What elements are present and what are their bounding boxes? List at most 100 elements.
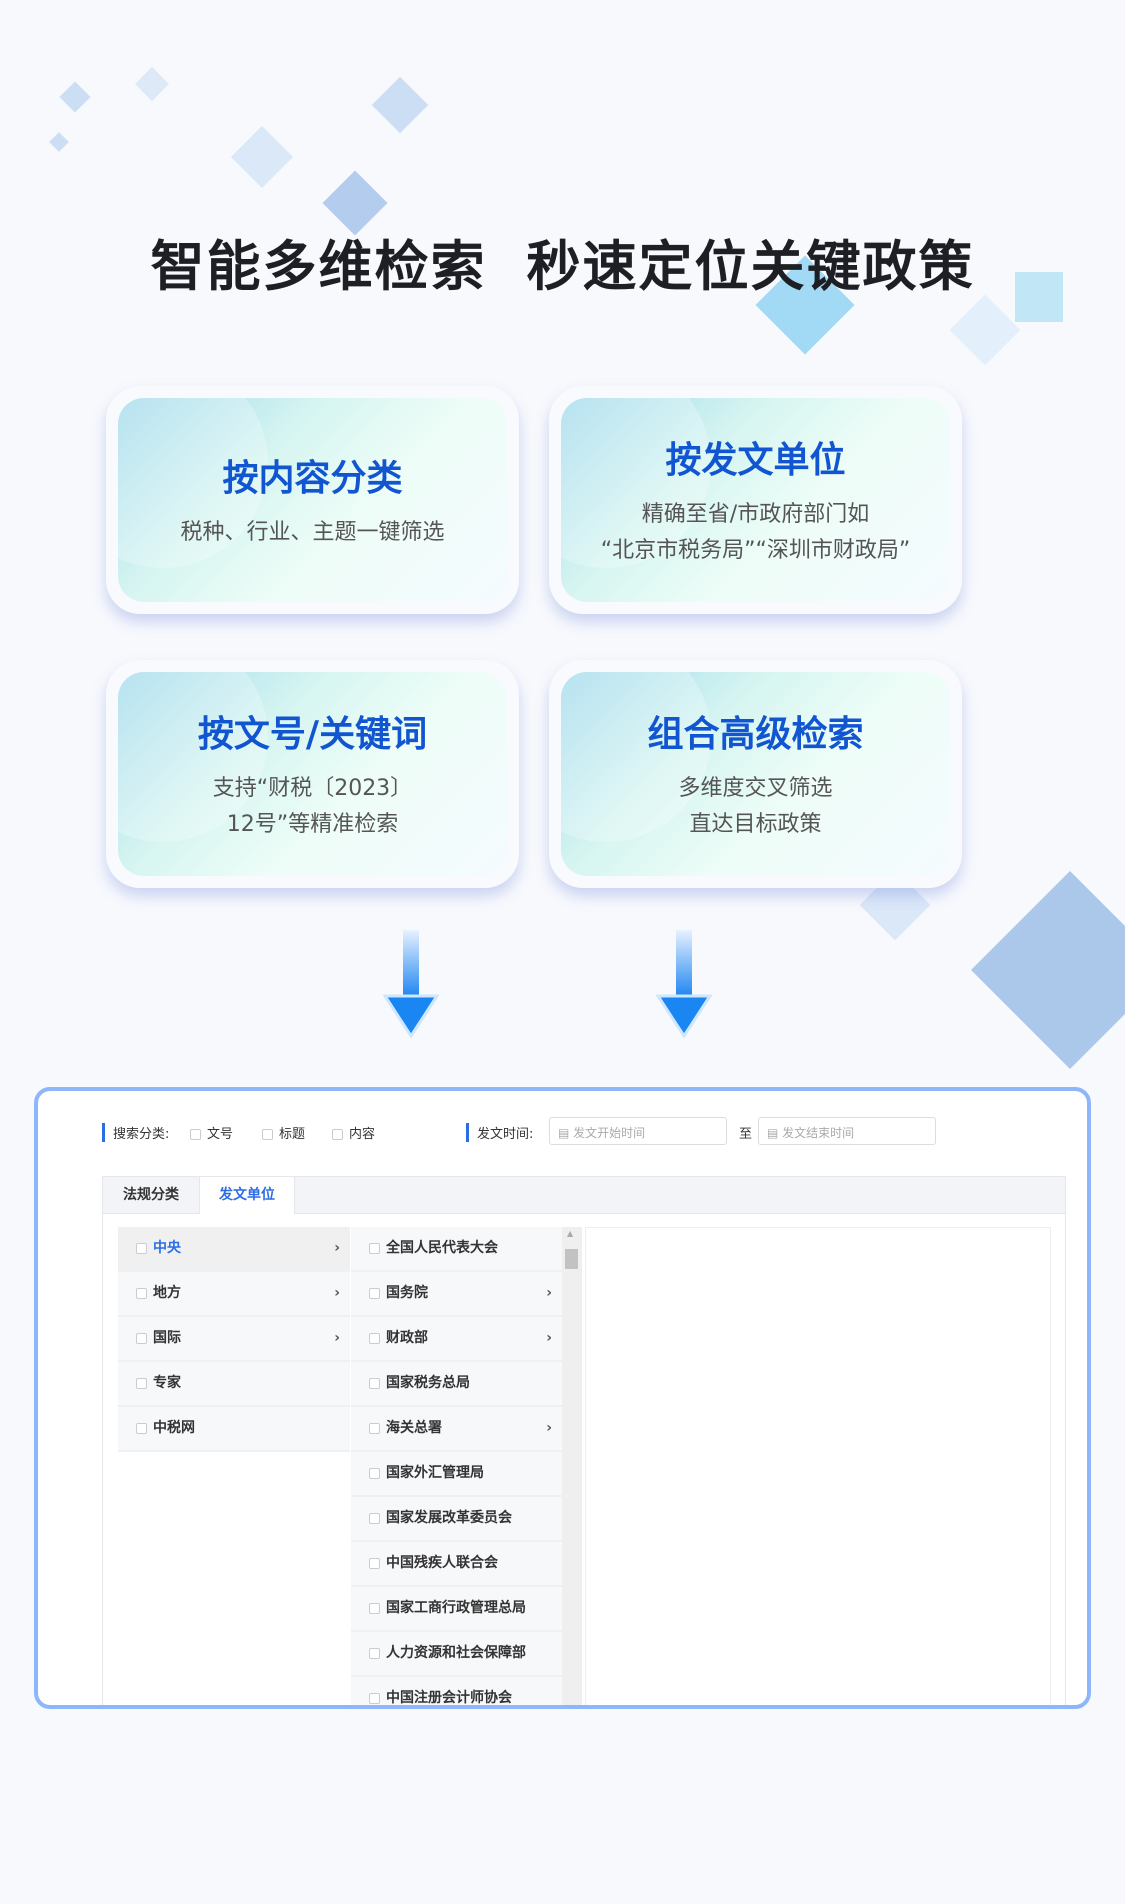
scrollbar-thumb[interactable] — [565, 1249, 578, 1269]
card-line: 税种、行业、主题一键筛选 — [180, 520, 445, 545]
card-line: “北京市税务局”“深圳市财政局” — [600, 538, 911, 563]
list-item-label: 中央 — [153, 1240, 181, 1256]
chevron-right-icon[interactable]: › — [334, 1285, 340, 1301]
list-item[interactable]: 中国残疾人联合会 — [351, 1542, 562, 1587]
checkbox[interactable] — [369, 1287, 380, 1299]
checkbox[interactable] — [369, 1377, 380, 1389]
list-item[interactable]: 人力资源和社会保障部 — [351, 1632, 562, 1677]
list-item[interactable]: 国务院 › — [351, 1272, 562, 1317]
list-item-label: 中国残疾人联合会 — [386, 1555, 498, 1571]
tab-bar: 法规分类 发文单位 — [102, 1176, 1066, 1214]
card-line: 多维度交叉筛选 — [678, 776, 833, 801]
chevron-right-icon[interactable]: › — [334, 1240, 340, 1256]
checkbox[interactable] — [190, 1129, 201, 1140]
checkbox[interactable] — [136, 1332, 147, 1344]
page-headline: 智能多维检索秒速定位关键政策 — [0, 222, 1125, 301]
tab-regulation-category[interactable]: 法规分类 — [123, 1187, 179, 1203]
level1-list: 中央 › 地方 › 国际 › 专家中税网 — [118, 1227, 350, 1452]
card-title: 按内容分类 — [222, 458, 403, 499]
checkbox[interactable] — [136, 1377, 147, 1389]
chevron-right-icon[interactable]: › — [546, 1330, 552, 1346]
date-to-label: 至 — [739, 1127, 753, 1142]
search-panel: 搜索分类: 文号 标题 内容 发文时间: ▤ 发文开始时间 至 ▤ 发文结束时间… — [34, 1087, 1091, 1709]
checkbox[interactable] — [369, 1557, 380, 1569]
list-item-label: 全国人民代表大会 — [386, 1240, 498, 1256]
checkbox[interactable] — [369, 1332, 380, 1344]
list-item[interactable]: 国际 › — [118, 1317, 350, 1362]
list-item-label: 国务院 — [386, 1285, 428, 1301]
list-item[interactable]: 国家工商行政管理总局 — [351, 1587, 562, 1632]
checkbox[interactable] — [369, 1467, 380, 1479]
scroll-up-icon[interactable]: ▲ — [567, 1229, 574, 1238]
list-item[interactable]: 财政部 › — [351, 1317, 562, 1362]
checkbox[interactable] — [136, 1242, 147, 1254]
checkbox[interactable] — [369, 1512, 380, 1524]
list-item-label: 财政部 — [386, 1330, 428, 1346]
checkbox[interactable] — [332, 1129, 343, 1140]
checkbox[interactable] — [369, 1602, 380, 1614]
start-date-input[interactable]: ▤ 发文开始时间 — [549, 1117, 727, 1145]
option-docnumber[interactable]: 文号 — [190, 1123, 233, 1142]
option-title[interactable]: 标题 — [262, 1123, 305, 1142]
end-date-input[interactable]: ▤ 发文结束时间 — [758, 1117, 936, 1145]
option-label: 内容 — [349, 1127, 376, 1142]
list-item[interactable]: 国家外汇管理局 — [351, 1452, 562, 1497]
feature-card-issuer: 按发文单位精确至省/市政府部门如 “北京市税务局”“深圳市财政局” — [549, 386, 962, 614]
list-item[interactable]: 地方 › — [118, 1272, 350, 1317]
calendar-icon: ▤ — [558, 1126, 574, 1140]
card-line: 精确至省/市政府部门如 — [641, 502, 870, 527]
level2-list: 全国人民代表大会国务院 › 财政部 › 国家税务总局海关总署› 国家外汇管理局国家发展改革… — [351, 1227, 562, 1705]
list-item-label: 国家工商行政管理总局 — [386, 1600, 526, 1616]
option-content[interactable]: 内容 — [332, 1123, 375, 1142]
checkbox[interactable] — [369, 1422, 380, 1434]
checkbox[interactable] — [136, 1422, 147, 1434]
end-date-placeholder: 发文结束时间 — [782, 1126, 855, 1140]
list-item[interactable]: 中央 › — [118, 1227, 350, 1272]
level3-list — [585, 1227, 1051, 1705]
down-arrow-icon — [656, 930, 712, 1039]
list-item[interactable]: 专家 — [118, 1362, 350, 1407]
card-title: 按文号/关键词 — [197, 714, 428, 755]
search-category-label: 搜索分类: — [102, 1123, 169, 1142]
list-item[interactable]: 国家税务总局 — [351, 1362, 562, 1407]
scrollbar[interactable]: ▲ — [562, 1227, 582, 1705]
card-line: 支持“财税〔2023〕 — [212, 776, 413, 801]
list-item-label: 人力资源和社会保障部 — [386, 1645, 526, 1661]
list-item-label: 专家 — [153, 1375, 181, 1391]
date-label: 发文时间: — [466, 1123, 533, 1142]
card-line: 12号”等精准检索 — [226, 812, 399, 837]
checkbox[interactable] — [262, 1129, 273, 1140]
option-label: 标题 — [279, 1127, 306, 1142]
list-item-label: 中税网 — [153, 1420, 195, 1436]
down-arrow-icon — [383, 930, 439, 1039]
card-title: 按发文单位 — [665, 440, 846, 481]
checkbox[interactable] — [369, 1242, 380, 1254]
list-item[interactable]: 中国注册会计师协会 — [351, 1677, 562, 1705]
chevron-right-icon[interactable]: › — [546, 1420, 552, 1436]
calendar-icon: ▤ — [767, 1126, 783, 1140]
list-item-label: 国家外汇管理局 — [386, 1465, 484, 1481]
list-item[interactable]: 中税网 — [118, 1407, 350, 1452]
list-item[interactable]: 全国人民代表大会 — [351, 1227, 562, 1272]
card-line: 直达目标政策 — [689, 812, 822, 837]
checkbox[interactable] — [136, 1287, 147, 1299]
card-title: 组合高级检索 — [647, 714, 864, 755]
tab-issuer[interactable]: 发文单位 — [199, 1177, 295, 1214]
feature-card-docnumber: 按文号/关键词支持“财税〔2023〕 12号”等精准检索 — [106, 660, 519, 888]
chevron-right-icon[interactable]: › — [546, 1285, 552, 1301]
option-label: 文号 — [207, 1127, 234, 1142]
start-date-placeholder: 发文开始时间 — [573, 1126, 646, 1140]
checkbox[interactable] — [369, 1692, 380, 1704]
list-item-label: 国家发展改革委员会 — [386, 1510, 512, 1526]
checkbox[interactable] — [369, 1647, 380, 1659]
chevron-right-icon[interactable]: › — [334, 1330, 340, 1346]
list-item[interactable]: 国家发展改革委员会 — [351, 1497, 562, 1542]
feature-card-advanced: 组合高级检索多维度交叉筛选直达目标政策 — [549, 660, 962, 888]
search-filter-row: 搜索分类: 文号 标题 内容 发文时间: ▤ 发文开始时间 至 ▤ 发文结束时间 — [38, 1117, 1087, 1147]
feature-card-content: 按内容分类税种、行业、主题一键筛选 — [106, 386, 519, 614]
list-item-label: 地方 — [153, 1285, 181, 1301]
headline-part2: 秒速定位关键政策 — [526, 235, 975, 298]
list-item-label: 国际 — [153, 1330, 181, 1346]
list-item[interactable]: 海关总署› — [351, 1407, 562, 1452]
list-item-label: 国家税务总局 — [386, 1375, 470, 1391]
